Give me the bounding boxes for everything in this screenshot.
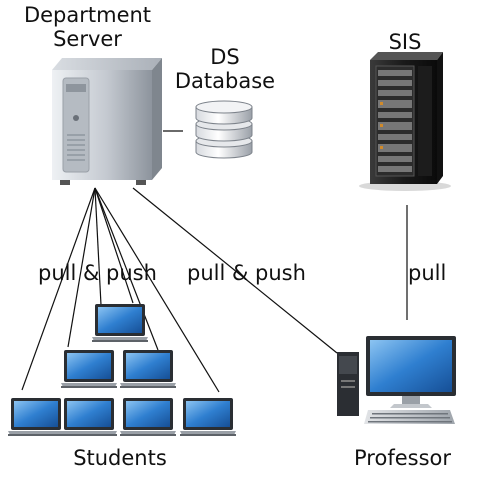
link-server-laptop-6 — [94, 187, 220, 393]
pull-label: pull — [408, 261, 447, 285]
laptop-icon — [8, 398, 64, 436]
pull-push-students-label: pull & push — [38, 261, 157, 285]
server-tower-icon — [52, 58, 162, 185]
pull-push-professor-label: pull & push — [187, 261, 306, 285]
link-server-laptop-1 — [94, 187, 102, 306]
connection-lines — [21, 130, 408, 393]
sis-label: SIS — [388, 30, 422, 54]
laptop-icon — [120, 398, 176, 436]
professor-label: Professor — [354, 446, 451, 470]
laptop-icon — [180, 398, 236, 436]
link-server-laptop-5 — [94, 187, 159, 351]
student-laptops — [8, 304, 236, 436]
ds-database-label-line-2: Database — [174, 69, 276, 93]
students-label: Students — [73, 446, 167, 470]
department-server-label: Department Server — [0, 3, 175, 51]
department-server-label-line-2: Server — [53, 27, 122, 51]
desktop-computer-icon — [337, 336, 456, 424]
laptop-icon — [120, 350, 176, 388]
laptop-icon — [61, 398, 117, 436]
laptop-icon — [92, 304, 148, 342]
server-rack-icon — [359, 52, 451, 191]
ds-database-label: DS Database — [160, 45, 290, 93]
ds-database-label-line-1: DS — [210, 45, 240, 69]
link-server-laptop-3 — [94, 187, 134, 304]
link-server-laptop-4 — [21, 187, 96, 391]
link-server-professor — [132, 187, 338, 354]
laptop-icon — [61, 350, 117, 388]
department-server-label-line-1: Department — [23, 3, 152, 27]
link-server-laptop-2 — [67, 187, 96, 348]
database-icon — [195, 100, 253, 159]
